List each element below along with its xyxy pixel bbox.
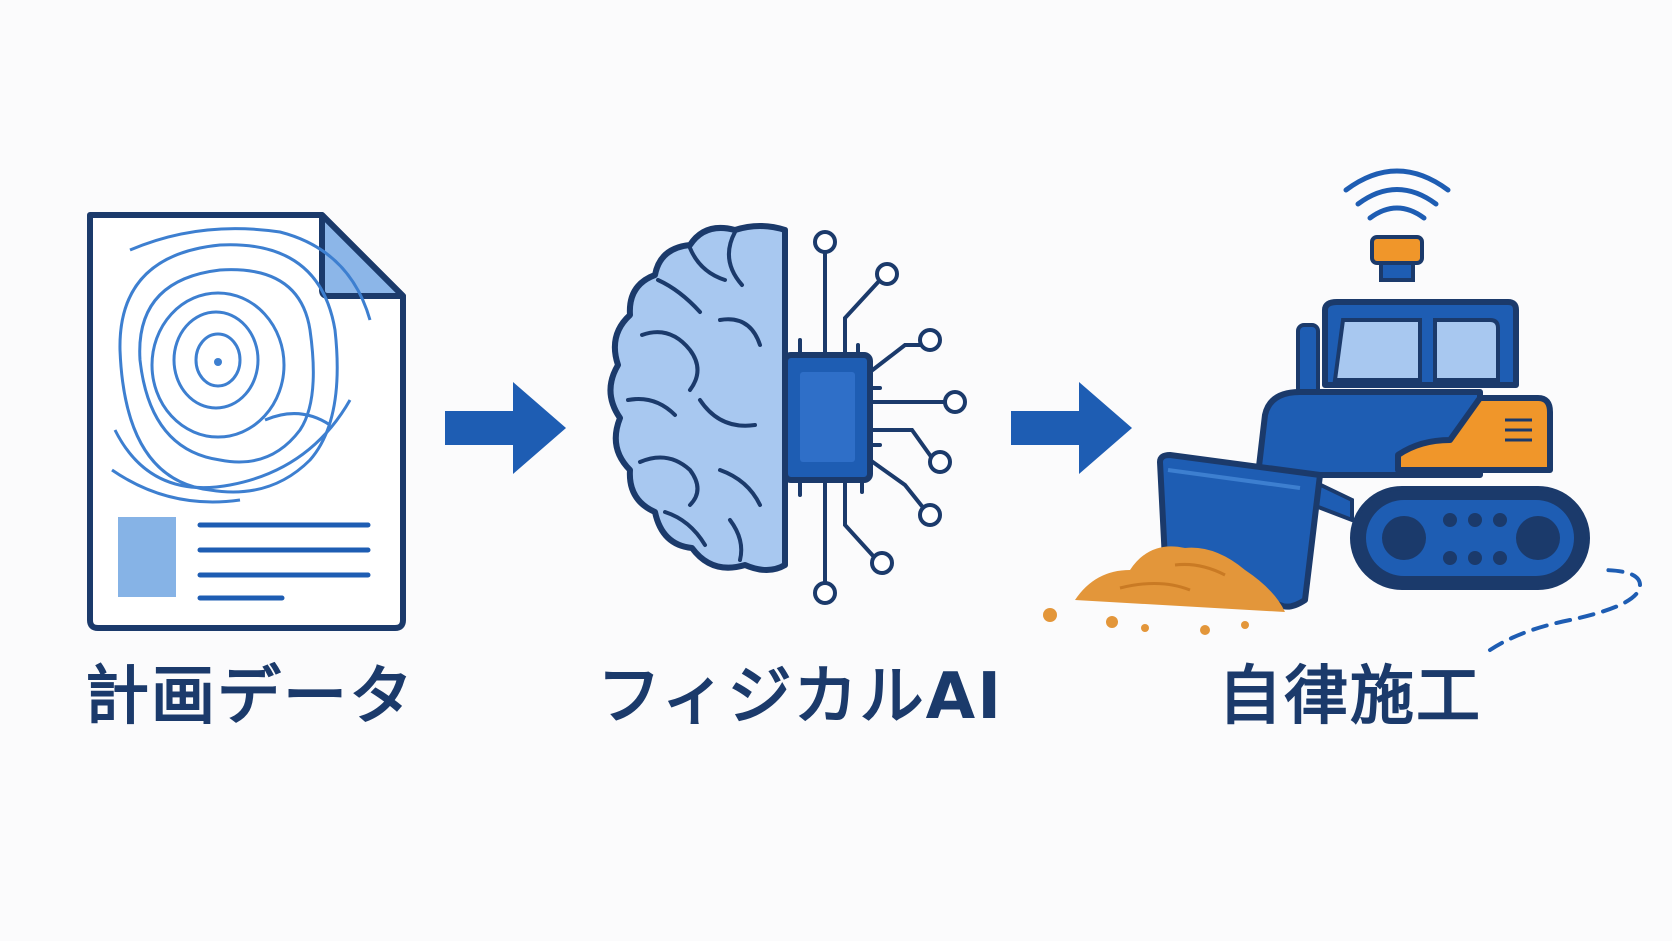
- topographic-map-document-icon: [87, 212, 406, 631]
- contour-lines: [111, 227, 372, 504]
- brain-circuit-chip-icon: [607, 223, 967, 605]
- brain-folds: [626, 230, 762, 562]
- step-label-physical-ai: フィジカルAI: [596, 660, 1004, 734]
- arrow-right-icon: [445, 382, 566, 474]
- autonomous-bulldozer-icon: [1043, 168, 1643, 652]
- wireless-signal-icon: [1343, 168, 1451, 221]
- step-label-autonomous-construction: 自律施工: [1218, 660, 1482, 734]
- step-label-plan-data: 計画データ: [85, 660, 415, 734]
- arrow-right-icon: [1011, 382, 1132, 474]
